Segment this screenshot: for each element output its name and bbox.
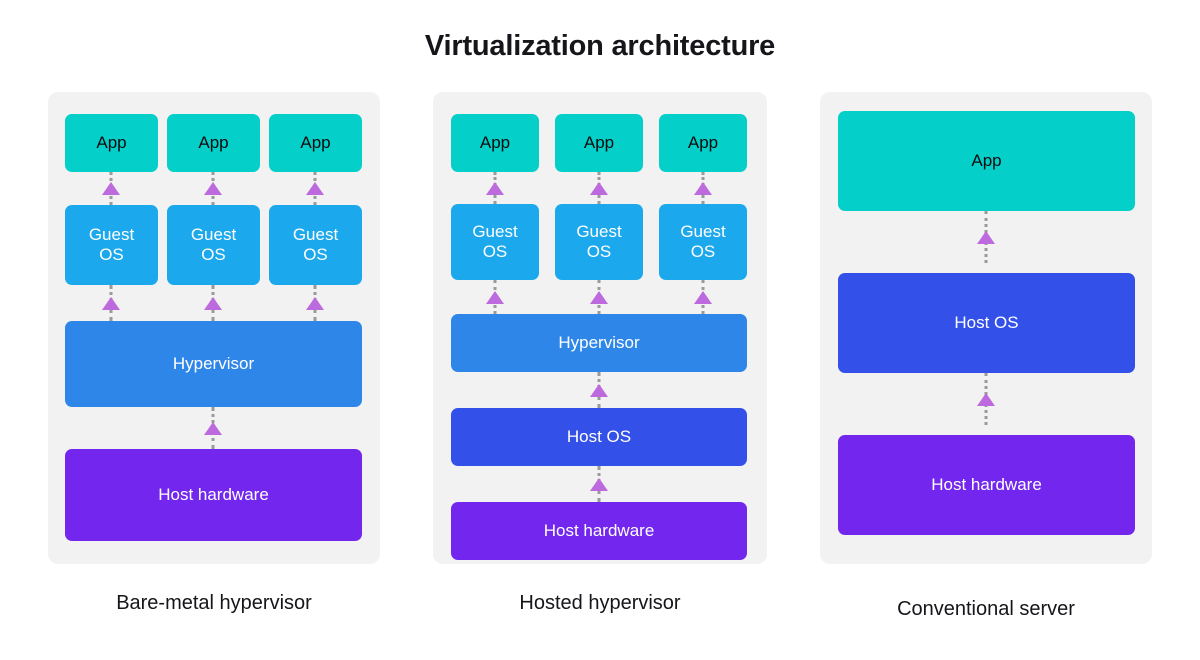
arrow-guestos-to-app bbox=[588, 172, 610, 204]
arrow-head-icon bbox=[486, 181, 504, 195]
box-host-hardware[interactable]: Host hardware bbox=[65, 449, 362, 541]
arrow-head-icon bbox=[977, 392, 995, 406]
arrow-head-icon bbox=[590, 477, 608, 491]
box-app[interactable]: App bbox=[555, 114, 643, 172]
arrow-guestos-to-app bbox=[692, 172, 714, 204]
box-host-os[interactable]: Host OS bbox=[451, 408, 747, 466]
arrow-hypervisor-to-guestos bbox=[484, 280, 506, 314]
arrow-hypervisor-to-guestos bbox=[202, 285, 224, 321]
arrow-hypervisor-to-guestos bbox=[100, 285, 122, 321]
arrow-head-icon bbox=[590, 383, 608, 397]
box-app[interactable]: App bbox=[65, 114, 158, 172]
box-app[interactable]: App bbox=[269, 114, 362, 172]
arrow-head-icon bbox=[102, 182, 120, 195]
caption-conventional-server: Conventional server bbox=[897, 598, 1075, 620]
box-app[interactable]: App bbox=[451, 114, 539, 172]
box-hypervisor[interactable]: Hypervisor bbox=[451, 314, 747, 372]
arrow-hostos-to-app bbox=[975, 211, 997, 263]
box-hypervisor[interactable]: Hypervisor bbox=[65, 321, 362, 407]
arrow-hypervisor-to-guestos bbox=[588, 280, 610, 314]
arrow-hosthardware-to-hostos bbox=[975, 373, 997, 425]
box-app[interactable]: App bbox=[838, 111, 1135, 211]
arrow-hypervisor-to-guestos bbox=[304, 285, 326, 321]
panel-conventional-server: App Host OS Host hardware bbox=[820, 92, 1152, 564]
caption-hosted-hypervisor: Hosted hypervisor bbox=[519, 592, 681, 614]
arrow-guestos-to-app bbox=[100, 172, 122, 205]
arrow-guestos-to-app bbox=[484, 172, 506, 204]
arrow-hypervisor-to-guestos bbox=[692, 280, 714, 314]
arrow-head-icon bbox=[306, 182, 324, 195]
arrow-hosthardware-to-hostos bbox=[588, 466, 610, 502]
arrow-guestos-to-app bbox=[202, 172, 224, 205]
arrow-guestos-to-app bbox=[304, 172, 326, 205]
arrow-hostos-to-hypervisor bbox=[588, 372, 610, 408]
arrow-head-icon bbox=[694, 290, 712, 304]
arrow-head-icon bbox=[486, 290, 504, 304]
arrow-head-icon bbox=[204, 296, 222, 310]
arrow-head-icon bbox=[590, 290, 608, 304]
arrow-head-icon bbox=[590, 181, 608, 195]
box-app[interactable]: App bbox=[659, 114, 747, 172]
box-app[interactable]: App bbox=[167, 114, 260, 172]
box-host-hardware[interactable]: Host hardware bbox=[838, 435, 1135, 535]
arrow-hosthardware-to-hypervisor bbox=[202, 407, 224, 449]
arrow-head-icon bbox=[977, 230, 995, 244]
box-host-hardware[interactable]: Host hardware bbox=[451, 502, 747, 560]
arrow-head-icon bbox=[204, 182, 222, 195]
arrow-head-icon bbox=[694, 181, 712, 195]
box-host-os[interactable]: Host OS bbox=[838, 273, 1135, 373]
page-title: Virtualization architecture bbox=[424, 30, 776, 62]
column-conventional-server: App Host OS Host hardware Conventional s… bbox=[820, 92, 1152, 621]
arrow-head-icon bbox=[102, 296, 120, 310]
arrow-head-icon bbox=[204, 421, 222, 435]
arrow-head-icon bbox=[306, 296, 324, 310]
caption-bare-metal-hypervisor: Bare-metal hypervisor bbox=[116, 592, 312, 614]
